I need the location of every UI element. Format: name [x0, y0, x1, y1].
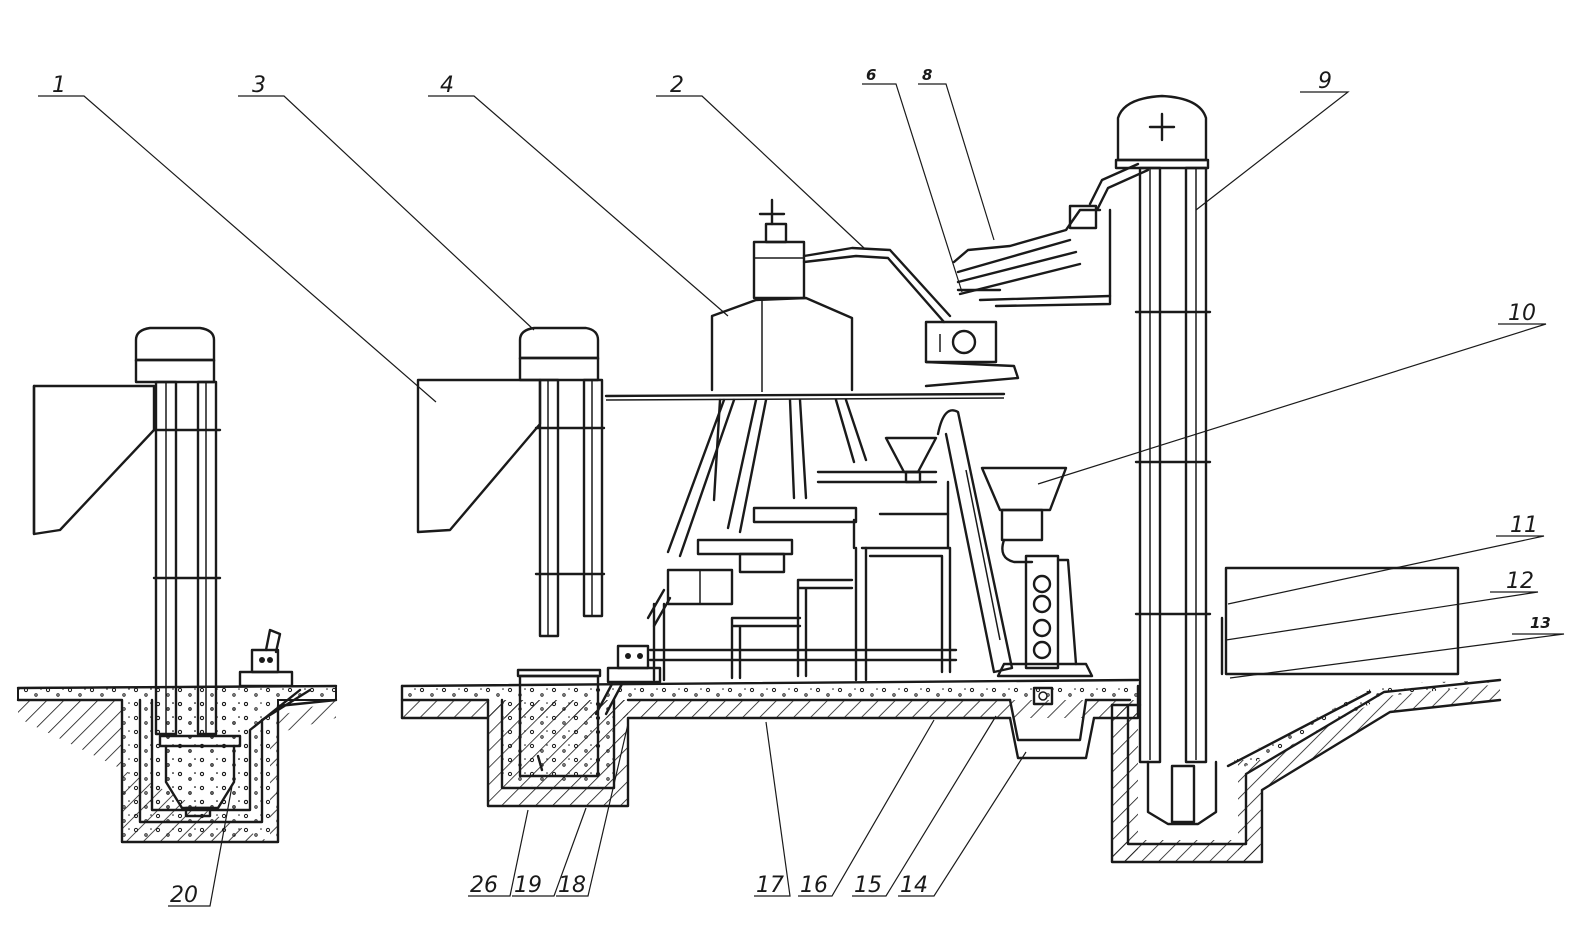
- label-1: 1: [52, 73, 66, 98]
- bucket-elevator-left: [32, 326, 294, 818]
- label-13: 13: [1530, 614, 1551, 632]
- cyclone-tank-4: [604, 198, 1006, 558]
- bucket-elevator-9: [1088, 94, 1460, 826]
- hopper-10-screw: [980, 466, 1094, 706]
- label-20: 20: [170, 883, 198, 908]
- label-14: 14: [900, 873, 928, 898]
- leader-lines: [38, 83, 1565, 907]
- label-16: 16: [800, 873, 828, 898]
- feeder-6-sieve: [924, 204, 1112, 388]
- foundation-left: [16, 684, 338, 844]
- label-9: 9: [1318, 69, 1332, 94]
- label-17: 17: [756, 873, 784, 898]
- label-2: 2: [670, 73, 684, 98]
- bucket-elevator-3: [416, 326, 606, 638]
- label-4: 4: [440, 73, 454, 98]
- label-19: 19: [514, 873, 542, 898]
- label-12: 12: [1506, 569, 1534, 594]
- foundation-right: [1110, 678, 1502, 864]
- label-10: 10: [1508, 301, 1536, 326]
- label-15: 15: [854, 873, 882, 898]
- label-8: 8: [922, 66, 932, 84]
- label-6: 6: [866, 66, 876, 84]
- label-11: 11: [1510, 513, 1538, 538]
- mixing-units: [516, 409, 1014, 778]
- foundation-middle: [400, 678, 1140, 808]
- callout-labels: 1 3 4 2 6 8 9 10 11 12 13 20 26 19 18 17…: [52, 66, 1551, 908]
- label-3: 3: [252, 73, 266, 98]
- label-18: 18: [558, 873, 586, 898]
- label-26: 26: [470, 873, 498, 898]
